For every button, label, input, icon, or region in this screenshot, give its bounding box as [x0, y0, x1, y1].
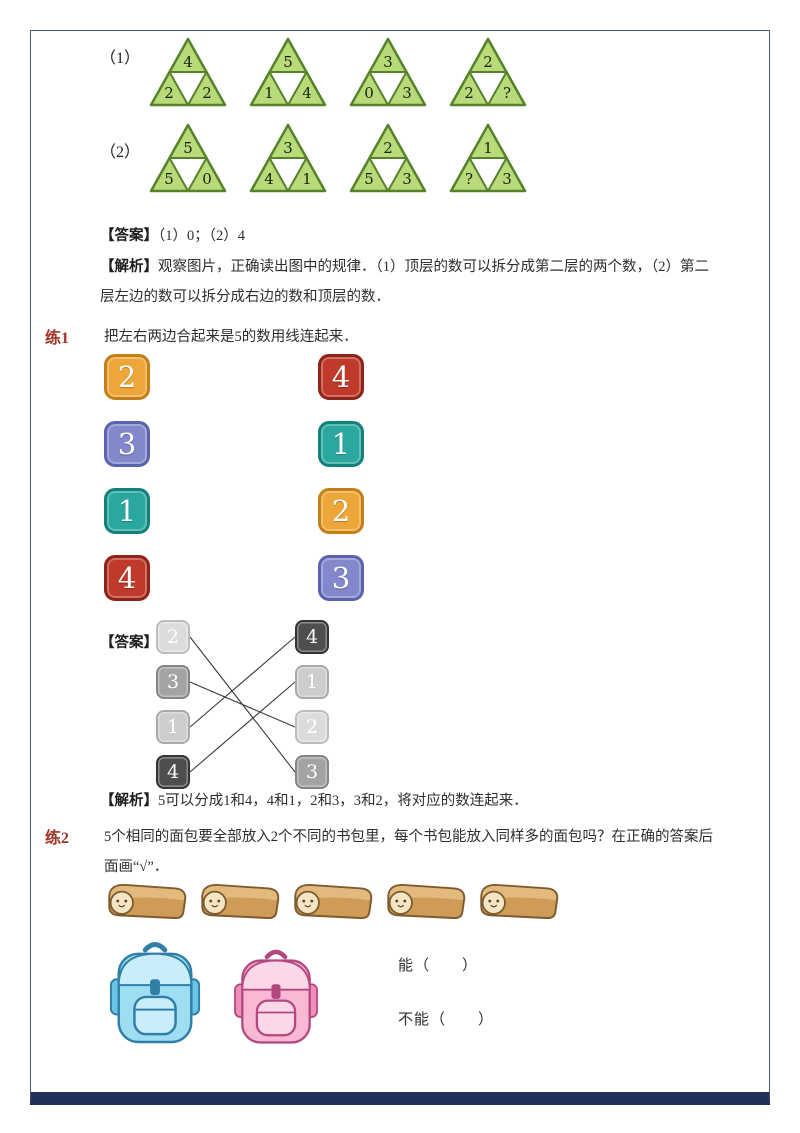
triangle-left-number: ? — [464, 170, 474, 188]
answer-card-right: 2 — [295, 710, 329, 744]
triangle-figure: 1 ? 3 — [448, 122, 528, 194]
answer-connection-lines — [189, 636, 296, 773]
card-number: 2 — [305, 715, 319, 738]
triangle-top-number: 5 — [283, 53, 293, 71]
card-number: 2 — [166, 625, 180, 648]
bread-image — [193, 876, 283, 931]
answer-card-left: 4 — [156, 755, 190, 789]
triangle-top-number: 3 — [383, 53, 393, 71]
bread-icon — [379, 876, 469, 926]
triangle-top-number: 3 — [283, 139, 293, 157]
card-number: 3 — [305, 760, 319, 783]
pink-backpack-image — [230, 946, 322, 1053]
triangle-left-number: 5 — [164, 170, 174, 188]
triangle-figure: 5 1 4 — [248, 36, 328, 108]
triangle-right-number: 2 — [202, 84, 212, 102]
triangle-left-number: 2 — [464, 84, 474, 102]
card-number: 1 — [305, 670, 319, 693]
number-card-right: 1 — [318, 421, 364, 467]
card-number: 2 — [331, 493, 351, 528]
triangle-figure: 2 5 3 — [348, 122, 428, 194]
triangle-right-number: 3 — [502, 170, 512, 188]
bread-image — [472, 876, 562, 931]
practice1-question: 把左右两边合起来是5的数用线连起来． — [104, 329, 358, 345]
card-number: 4 — [305, 625, 319, 648]
triangle-right-number: ? — [502, 84, 512, 102]
triangle-left-number: 0 — [364, 84, 374, 102]
bread-image — [286, 876, 376, 931]
bread-icon — [286, 876, 376, 926]
number-card-left: 1 — [104, 488, 150, 534]
analysis-label: 【解析】 — [100, 259, 158, 275]
number-card-left: 2 — [104, 354, 150, 400]
triangle-top-number: 2 — [383, 139, 393, 157]
card-number: 4 — [117, 560, 137, 595]
analysis-text: 观察图片，正确读出图中的规律．（1）顶层的数可以拆分成第二层的两个数，（2）第二… — [100, 259, 709, 305]
triangle-top-number: 4 — [183, 53, 193, 71]
triangle-figure: 3 4 1 — [248, 122, 328, 194]
blue-backpack-icon — [109, 942, 201, 1044]
blue-backpack-image — [106, 938, 204, 1053]
practice1-label: 练1 — [45, 330, 70, 347]
triangle-top-number: 1 — [483, 139, 493, 157]
triangle-left-number: 1 — [264, 84, 274, 102]
number-card-left: 4 — [104, 555, 150, 601]
answer-card-left: 2 — [156, 620, 190, 654]
bread-icon — [193, 876, 283, 926]
number-card-right: 2 — [318, 488, 364, 534]
triangle-figure: 5 5 0 — [148, 122, 228, 194]
triangle-right-number: 0 — [202, 170, 212, 188]
triangle-right-number: 3 — [402, 84, 412, 102]
option-no: 不能（ ） — [398, 1012, 495, 1028]
card-number: 3 — [166, 670, 180, 693]
card-number: 1 — [117, 493, 137, 528]
answer-card-left: 1 — [156, 710, 190, 744]
triangle-right-number: 3 — [402, 170, 412, 188]
card-number: 4 — [331, 359, 351, 394]
part2-label: （2） — [100, 144, 141, 161]
answer-card-right: 3 — [295, 755, 329, 789]
triangle-right-number: 4 — [302, 84, 312, 102]
card-number: 3 — [117, 426, 137, 461]
triangle-figure: 2 2 ? — [448, 36, 528, 108]
bread-image — [100, 876, 190, 931]
number-card-left: 3 — [104, 421, 150, 467]
triangle-top-number: 5 — [183, 139, 193, 157]
pink-backpack-icon — [234, 949, 318, 1044]
triangle-left-number: 5 — [364, 170, 374, 188]
number-card-right: 4 — [318, 354, 364, 400]
part1-label: （1） — [100, 50, 141, 67]
practice2-question: 5个相同的面包要全部放入2个不同的书包里，每个书包能放入同样多的面包吗？在正确的… — [104, 829, 713, 875]
analysis-block-1: 【解析】观察图片，正确读出图中的规律．（1）顶层的数可以拆分成第二层的两个数，（… — [100, 252, 718, 312]
analysis-block-2: 【解析】5可以分成1和4，4和1，2和3，3和2，将对应的数连起来． — [100, 786, 718, 816]
answer-card-left: 3 — [156, 665, 190, 699]
bread-icon — [472, 876, 562, 926]
practice1-answer-label: 【答案】 — [100, 635, 158, 651]
card-number: 3 — [331, 560, 351, 595]
practice2-label: 练2 — [45, 830, 70, 847]
triangle-top-number: 2 — [483, 53, 493, 71]
number-card-right: 3 — [318, 555, 364, 601]
bread-image — [379, 876, 469, 931]
card-number: 4 — [166, 760, 180, 783]
triangle-left-number: 2 — [164, 84, 174, 102]
triangle-figure: 4 2 2 — [148, 36, 228, 108]
card-number: 1 — [331, 426, 351, 461]
card-number: 1 — [166, 715, 180, 738]
answer-label: 【答案】 — [100, 228, 158, 244]
analysis-text: 5可以分成1和4，4和1，2和3，3和2，将对应的数连起来． — [158, 793, 528, 809]
triangle-left-number: 4 — [264, 170, 274, 188]
bread-icon — [100, 876, 190, 926]
triangle-figure: 3 0 3 — [348, 36, 428, 108]
answer-card-right: 4 — [295, 620, 329, 654]
triangle-right-number: 1 — [302, 170, 312, 188]
option-yes: 能（ ） — [398, 958, 479, 974]
analysis-label: 【解析】 — [100, 793, 158, 809]
answer-card-right: 1 — [295, 665, 329, 699]
card-number: 2 — [117, 359, 137, 394]
answer-text: （1）0；（2）4 — [158, 228, 245, 244]
answer-block-1: 【答案】（1）0；（2）4 — [100, 221, 245, 251]
